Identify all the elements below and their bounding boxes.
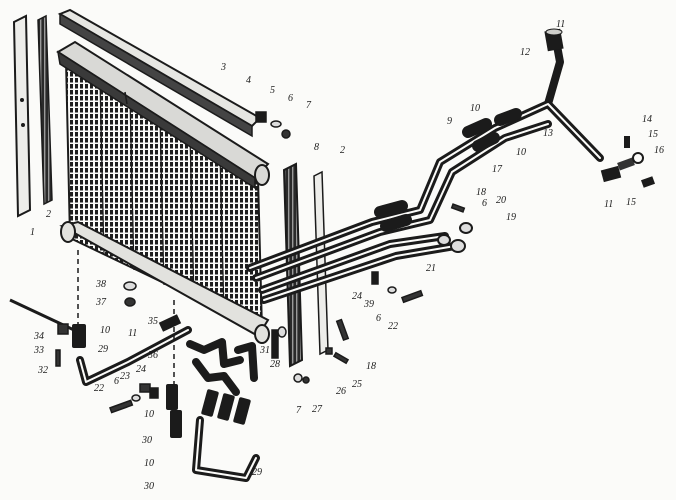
callout-17: 17 (492, 164, 502, 175)
callout-34: 34 (34, 331, 44, 342)
callout-19: 19 (506, 212, 516, 223)
callout-30-b: 30 (144, 481, 154, 492)
callout-16: 16 (654, 145, 664, 156)
callout-28: 28 (270, 359, 280, 370)
callout-22-right: 22 (388, 321, 398, 332)
callout-3: 3 (221, 62, 226, 73)
lower-hoses (72, 314, 260, 482)
callout-6-upper-right: 6 (482, 198, 487, 209)
callout-5: 5 (270, 85, 275, 96)
callout-29-bottom: 29 (252, 467, 262, 478)
callout-36: 36 (148, 350, 158, 361)
callout-24-right: 24 (352, 291, 362, 302)
callout-31: 31 (260, 345, 270, 356)
callout-7-bottom: 7 (296, 405, 301, 416)
callout-11-top: 11 (556, 19, 566, 30)
callout-8: 8 (314, 142, 319, 153)
callout-15-a: 15 (648, 129, 658, 140)
callout-6-top: 6 (288, 93, 293, 104)
callout-10-d: 10 (144, 409, 154, 420)
callout-37: 37 (96, 297, 106, 308)
callout-15-b: 15 (626, 197, 636, 208)
side-bracket-left (12, 14, 53, 218)
callout-1: 1 (30, 227, 35, 238)
callout-12: 12 (520, 47, 530, 58)
callout-7-top: 7 (306, 100, 311, 111)
callout-2-left: 2 (46, 209, 51, 220)
callout-14: 14 (642, 114, 652, 125)
callout-6-mid-right: 6 (376, 313, 381, 324)
lower-tank (59, 220, 270, 344)
callout-10-e: 10 (144, 458, 154, 469)
callout-11-left: 11 (128, 328, 138, 339)
callout-21: 21 (426, 263, 436, 274)
callout-2-right: 2 (340, 145, 345, 156)
callout-38: 38 (96, 279, 106, 290)
callout-18-top: 18 (476, 187, 486, 198)
callout-10-a: 10 (470, 103, 480, 114)
callout-20: 20 (496, 195, 506, 206)
callout-24-left: 24 (136, 364, 146, 375)
callout-18-mid: 18 (366, 361, 376, 372)
callout-9: 9 (447, 116, 452, 127)
callout-33: 33 (34, 345, 44, 356)
callout-25: 25 (352, 379, 362, 390)
callout-11-right: 11 (604, 199, 614, 210)
callout-27: 27 (312, 404, 322, 415)
callout-6-lower-left: 6 (114, 376, 119, 387)
callout-30-a: 30 (142, 435, 152, 446)
callout-22-left: 22 (94, 383, 104, 394)
callout-10-b: 10 (516, 147, 526, 158)
callout-26: 26 (336, 386, 346, 397)
fasteners (9, 111, 466, 414)
callout-29-left: 29 (98, 344, 108, 355)
upper-tank (56, 40, 270, 190)
pipe-bundle (246, 28, 656, 304)
callout-10-c: 10 (100, 325, 110, 336)
callout-35: 35 (148, 316, 158, 327)
callout-4: 4 (246, 75, 251, 86)
callout-13: 13 (543, 128, 553, 139)
callout-39: 39 (364, 299, 374, 310)
callout-32: 32 (38, 365, 48, 376)
callout-23: 23 (120, 371, 130, 382)
